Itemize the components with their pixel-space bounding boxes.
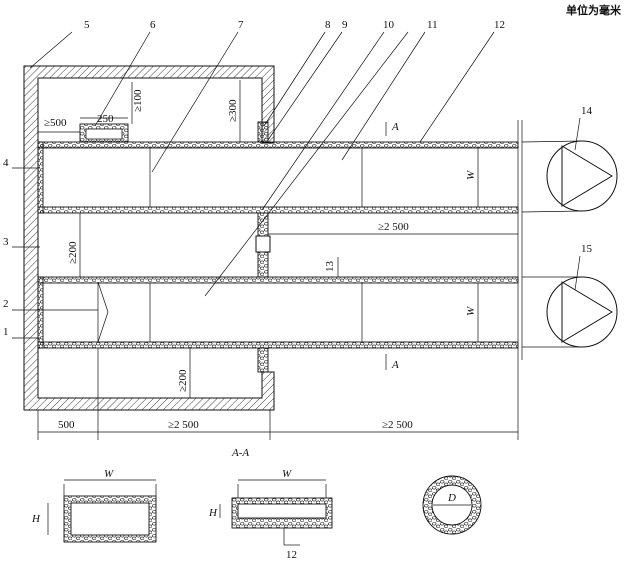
callout-11: 11: [427, 19, 438, 31]
unit-note: 单位为毫米: [566, 3, 622, 17]
callout-14: 14: [581, 105, 593, 117]
dim-250: 250: [97, 113, 114, 125]
dim-300: ≥300: [227, 99, 239, 122]
dim-2500-a: ≥2 500: [168, 419, 199, 431]
lower-duct: [37, 276, 519, 349]
dim-13: 13: [324, 261, 336, 273]
dim-w-lower: W: [465, 306, 477, 316]
callout-2: 2: [3, 298, 9, 310]
callout-12: 12: [494, 19, 505, 31]
callout-4: 4: [3, 157, 9, 169]
dim-200-mid: ≥200: [67, 241, 79, 264]
callout-7: 7: [238, 19, 244, 31]
upper-duct: [37, 141, 519, 214]
dim-500-top: ≥500: [44, 117, 67, 129]
callout-leaders: [12, 31, 581, 343]
callout-10: 10: [383, 19, 395, 31]
callout-6: 6: [150, 19, 156, 31]
dim-100: ≥100: [132, 89, 144, 112]
fan-upper: [521, 140, 618, 213]
dim-200-bot: ≥200: [177, 369, 189, 392]
detail-flat-w: W: [282, 468, 292, 480]
seal-lower: [257, 347, 269, 373]
detail-rect-duct: W H: [31, 468, 157, 543]
section-mark-top: A: [391, 121, 399, 133]
dim-500-bot: 500: [58, 419, 75, 431]
detail-flat-num: 12: [286, 549, 297, 561]
callout-8: 8: [325, 19, 331, 31]
dim-2500-b: ≥2 500: [382, 419, 413, 431]
callout-1: 1: [3, 326, 9, 338]
callout-3: 3: [3, 236, 9, 248]
section-mark-bottom: A: [391, 359, 399, 371]
detail-flat-h: H: [208, 507, 218, 519]
dim-w-upper: W: [465, 170, 477, 180]
section-label: A-A: [231, 447, 249, 459]
detail-flat-duct: W H 12: [208, 468, 333, 561]
fan-lower: [522, 276, 618, 348]
dim-2500-mid: ≥2 500: [378, 221, 409, 233]
callout-15: 15: [581, 243, 593, 255]
seal-upper: [257, 121, 269, 143]
detail-round-duct: D: [422, 475, 482, 535]
callout-9: 9: [342, 19, 348, 31]
detail-circle-d: D: [447, 492, 456, 504]
callout-5: 5: [84, 19, 90, 31]
detail-rect-w: W: [104, 468, 114, 480]
detail-rect-h: H: [31, 513, 41, 525]
